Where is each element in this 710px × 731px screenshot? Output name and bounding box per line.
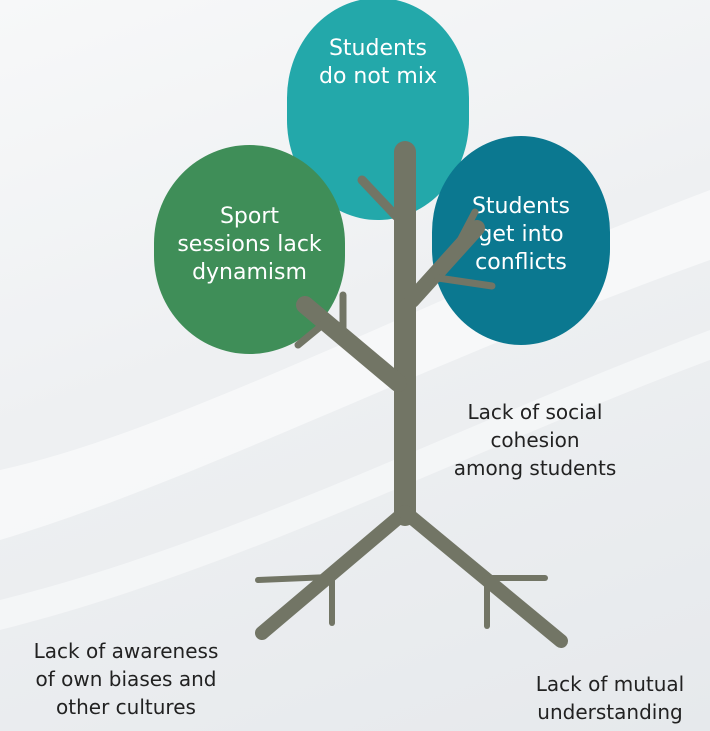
branch-left-twig-down [294,318,330,349]
branch-top-left [357,175,401,221]
circle-label: Students do not mix [318,36,437,89]
root-left-twig [255,574,333,583]
root-label-lack-of-awareness: Lack of awareness of own biases and othe… [33,639,219,719]
circle-label: Students get into conflicts [471,193,571,275]
root-left [255,505,412,640]
branch-right [404,220,485,308]
branch-right-twig-up [451,208,479,254]
circle-label: Sport sessions lack dynamism [177,203,322,285]
root-label-lack-of-mutual-understanding: Lack of mutual understanding [535,672,685,724]
branch-left [296,296,407,392]
circle-students-do-not-mix: Students do not mix [287,0,469,220]
trunk-label-lack-of-social-cohesion: Lack of social cohesion among students [453,400,617,480]
branch-right-twig [434,274,496,290]
